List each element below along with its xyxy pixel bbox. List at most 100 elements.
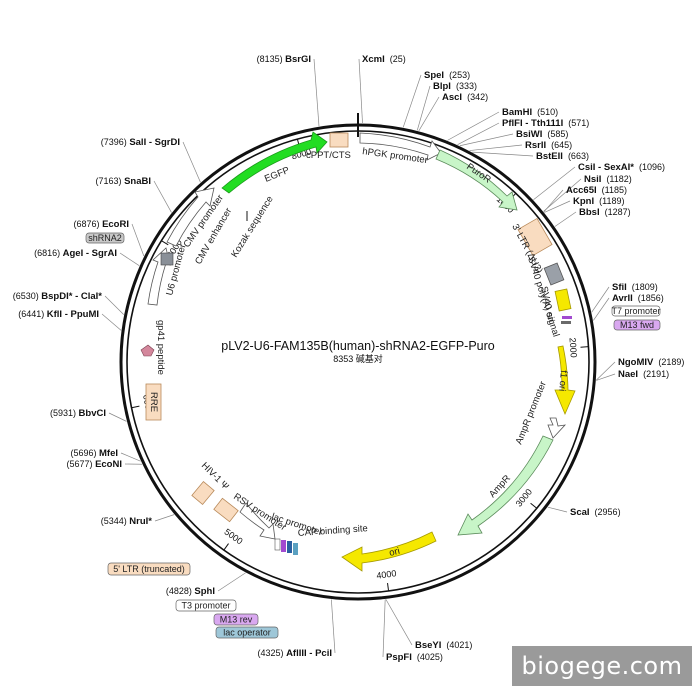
site-position: (1185): [602, 185, 627, 195]
site-leader-line: [596, 373, 616, 381]
site-leader-line: [217, 572, 246, 592]
label-cap: CAP binding site: [297, 523, 368, 539]
tag-box: [215, 626, 279, 639]
site-leader-line: [533, 166, 576, 200]
restriction-site-label: CsiI - SexAI* (1096): [578, 162, 665, 173]
feature-cmv-enh-arrow: [166, 187, 215, 247]
tag-box: [613, 319, 661, 331]
restriction-site-label: BamHI(510): [502, 107, 558, 118]
site-leader-line: [543, 189, 564, 213]
site-leader-line: [593, 297, 610, 321]
restriction-site-label: (8135) BsrGI: [257, 54, 311, 65]
feature-hpgk-arrow: [359, 132, 442, 161]
restriction-site-label: BbsI (1287): [579, 207, 631, 218]
site-leader-line: [104, 295, 124, 315]
site-leader-line: [447, 111, 500, 141]
restriction-site-label: (6816) AgeI - SgrAI: [34, 248, 117, 259]
plasmid-name: pLV2-U6-FAM135B(human)-shRNA2-EGFP-Puro: [221, 339, 495, 353]
site-leader-line: [131, 223, 145, 257]
feature-gp41-marker: [140, 344, 155, 357]
site-position: (1096): [639, 162, 665, 172]
restriction-site-label: SpeI(253): [424, 70, 470, 81]
site-name: AscI: [442, 92, 462, 103]
restriction-site-label: BsiWI (585): [516, 129, 568, 140]
site-position: (4828): [166, 586, 195, 596]
site-position: (1809): [632, 282, 658, 292]
site-leader-line: [331, 599, 336, 654]
feature-ampr-promoter-arrow: [547, 417, 567, 439]
label-kozak: Kozak sequence: [229, 194, 276, 259]
site-name: BbvCI: [79, 408, 106, 419]
restriction-site-label: NsiI(1182): [584, 174, 632, 185]
site-name: BsiWI: [516, 129, 542, 140]
tag-label: T7 promoter: [611, 306, 660, 316]
site-name: BsrGI: [285, 54, 311, 65]
tick-mark: [530, 502, 538, 509]
site-position: (25): [390, 54, 406, 64]
tag-box: [107, 562, 191, 576]
restriction-site-label: BstEII(663): [536, 151, 589, 162]
restriction-site-label: (5696) MfeI: [70, 448, 118, 459]
restriction-site-label: Acc65I(1185): [566, 185, 627, 196]
tag-box: [213, 613, 259, 626]
tag-box: [611, 305, 661, 317]
site-leader-line: [182, 141, 201, 183]
site-leader-line: [119, 252, 140, 267]
site-position: (1287): [605, 207, 631, 217]
feature-ampr-arrow: [457, 435, 554, 536]
site-name: BamHI: [502, 107, 532, 118]
site-leader-line: [358, 58, 363, 124]
site-position: (2956): [595, 507, 621, 517]
site-name: SphI: [194, 586, 215, 597]
restriction-site-label: KpnI(1189): [573, 196, 624, 207]
feature-annotations: EGFP cPPT/CTS hPGK promoter PuroR 3' LTR…: [140, 131, 576, 572]
restriction-site-label: XcmI(25): [362, 54, 406, 65]
tick-label: 5000: [222, 527, 244, 547]
site-leader-line: [543, 178, 582, 212]
site-leader-line: [153, 180, 172, 213]
site-position: (333): [456, 81, 477, 91]
site-name: BlpI: [433, 81, 451, 92]
tag-label: T3 promoter: [181, 601, 230, 611]
site-leader-line: [596, 361, 616, 381]
site-name: ScaI: [570, 507, 590, 518]
feature-ori-arrow: [341, 531, 437, 572]
tick-label: 2000: [567, 337, 578, 358]
site-position: (571): [568, 118, 589, 128]
site-name: EcoNI: [95, 459, 122, 470]
site-position: (585): [547, 129, 568, 139]
restriction-site-label: (4325) AflIII - PciI: [258, 648, 332, 659]
site-position: (1182): [606, 174, 631, 184]
label-rre: RRE: [148, 392, 159, 412]
site-name: SnaBI: [124, 176, 151, 187]
site-name: EcoRI: [102, 219, 129, 230]
site-leader-line: [402, 74, 422, 128]
site-name: NruI*: [129, 516, 152, 527]
site-leader-line: [101, 313, 122, 331]
site-position: (7163): [96, 176, 125, 186]
site-leader-line: [457, 122, 500, 146]
feature-cppt-box: [329, 132, 349, 148]
site-name: CsiI - SexAI*: [578, 162, 634, 173]
feature-rre-box: [145, 383, 162, 421]
site-position: (1856): [638, 293, 664, 303]
backbone-ring: [119, 113, 597, 601]
tag-label: M13 rev: [220, 615, 253, 625]
tick-label: 4000: [376, 568, 397, 581]
site-position: (645): [551, 140, 572, 150]
site-leader-line: [382, 599, 386, 658]
feature-cap-box: [293, 543, 298, 555]
restriction-site-label: SfiI(1809): [612, 282, 658, 293]
site-name: BbsI: [579, 207, 600, 218]
feature-m13fwd-marker: [562, 316, 572, 319]
site-position: (4021): [446, 640, 472, 650]
site-position: (253): [449, 70, 470, 80]
site-position: (6876): [74, 219, 103, 229]
feature-5ltr-box: [213, 497, 239, 523]
restriction-site-label: BlpI (333): [433, 81, 477, 92]
restriction-site-label: (5931) BbvCI: [50, 408, 106, 419]
site-leader-line: [313, 58, 320, 127]
site-position: (4325): [258, 648, 287, 658]
restriction-sites: XcmI(25)SpeI(253)BlpI(333)AscI(342)BamHI…: [13, 54, 685, 663]
restriction-site-label: (5677) EcoNI: [67, 459, 122, 470]
